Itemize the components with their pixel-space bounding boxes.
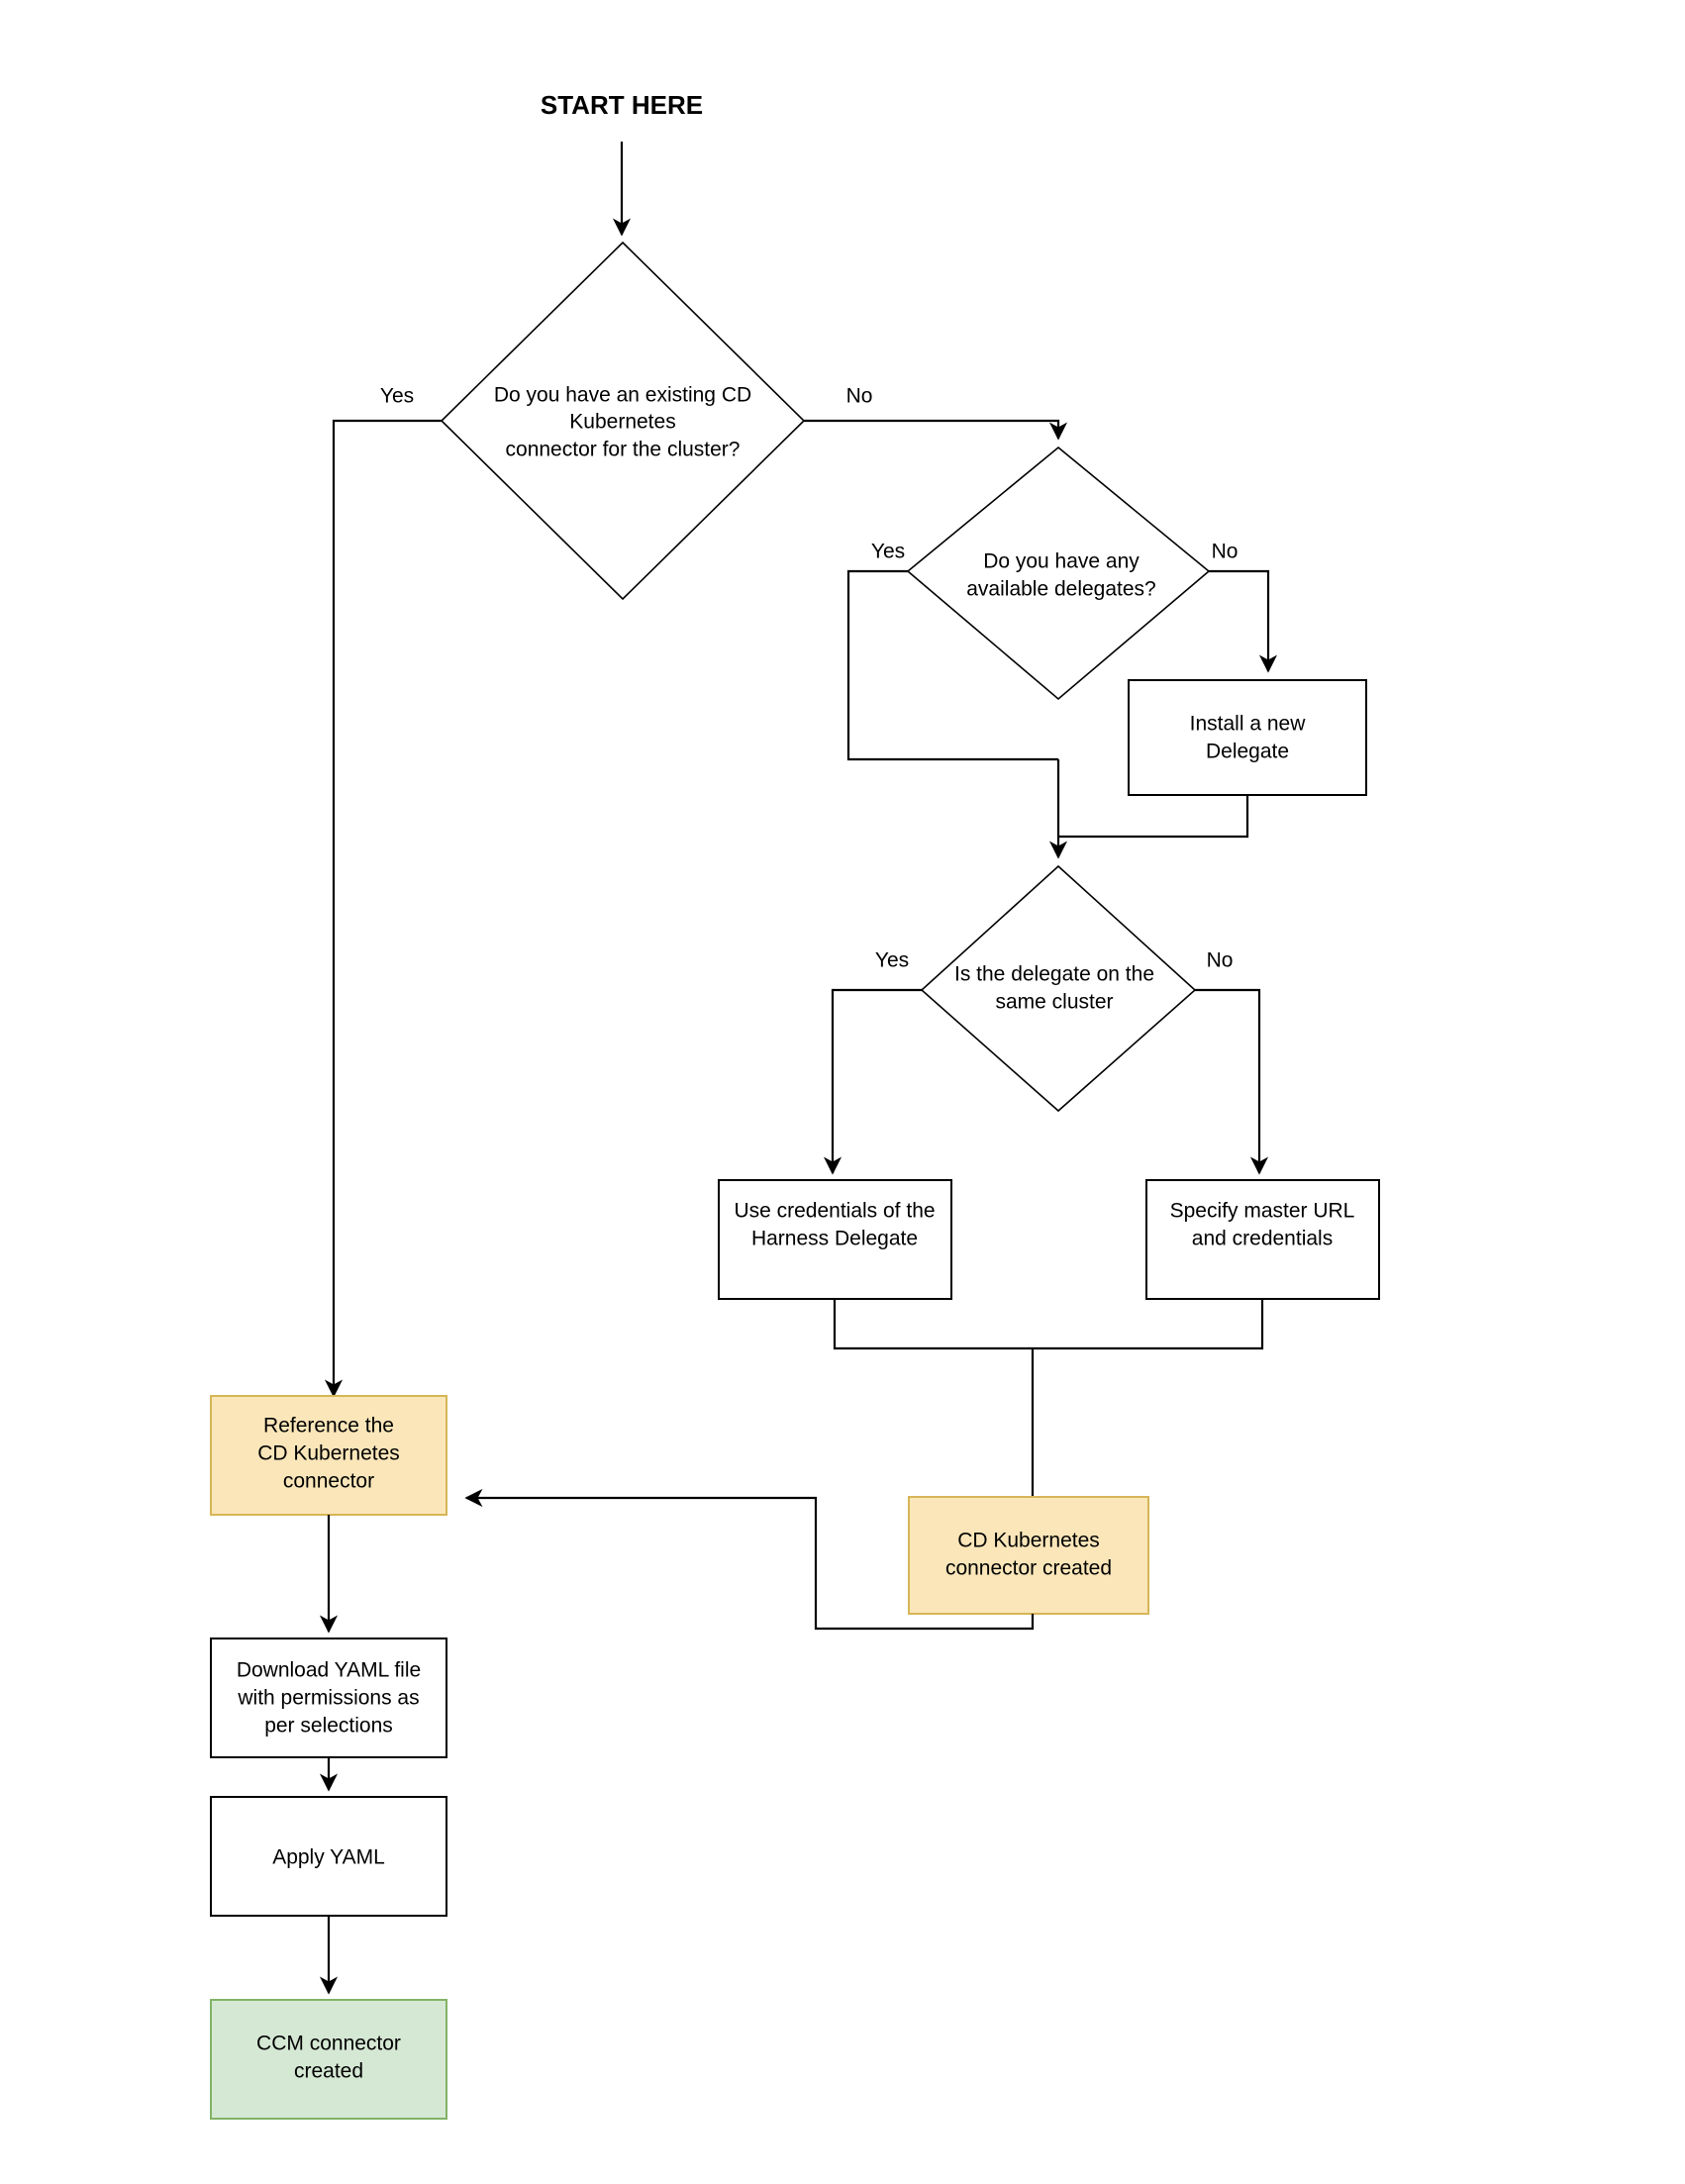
q1-line-3: connector for the cluster?	[506, 439, 741, 461]
edge-label-q2-no: No	[1212, 541, 1239, 563]
edge-label-q1-yes: Yes	[380, 385, 414, 408]
use-credentials-box	[718, 1179, 952, 1300]
start-here-label: START HERE	[541, 90, 703, 120]
edge-q3-no-to-specify-master-url	[1195, 988, 1269, 1175]
node-cd-connector-created[interactable]: CD Kubernetes connector created	[908, 1496, 1149, 1615]
apply-yaml-line-1: Apply YAML	[272, 1846, 385, 1869]
download-yaml-line-1: Download YAML file	[237, 1659, 421, 1682]
ccm-connector-created-box	[210, 1999, 447, 2120]
ccm-connector-created-line-1: CCM connector	[256, 2033, 401, 2055]
install-delegate-line-2: Delegate	[1206, 741, 1289, 763]
node-use-delegate-credentials[interactable]: Use credentials of the Harness Delegate	[718, 1179, 952, 1300]
q3-line-2: same cluster	[995, 991, 1113, 1014]
cd-connector-created-box	[908, 1496, 1149, 1615]
node-download-yaml[interactable]: Download YAML file with permissions as p…	[210, 1638, 447, 1758]
edge-label-q3-no: No	[1207, 949, 1234, 972]
cd-connector-created-line-2: connector created	[945, 1557, 1112, 1580]
download-yaml-box	[210, 1638, 447, 1758]
q1-line-1: Do you have an existing CD	[494, 384, 751, 407]
q2-diamond-shape	[906, 446, 1211, 701]
node-decision-delegate-same-cluster[interactable]: Is the delegate on the same cluster	[920, 864, 1197, 1113]
reference-connector-line-3: connector	[283, 1470, 374, 1493]
node-ccm-connector-created[interactable]: CCM connector created	[210, 1999, 447, 2120]
specify-master-url-line-2: and credentials	[1192, 1228, 1333, 1250]
edge-q2-yes-to-merge	[846, 569, 1058, 761]
node-decision-available-delegates[interactable]: Do you have any available delegates?	[906, 446, 1211, 701]
install-delegate-box	[1128, 679, 1367, 796]
cd-connector-created-line-1: CD Kubernetes	[957, 1530, 1100, 1552]
q3-diamond-shape	[920, 864, 1197, 1113]
install-delegate-line-1: Install a new	[1190, 713, 1307, 736]
download-yaml-line-3: per selections	[264, 1715, 393, 1737]
edge-credential-boxes-merge	[833, 1299, 1264, 1350]
q3-line-1: Is the delegate on the	[954, 963, 1154, 986]
reference-connector-line-2: CD Kubernetes	[257, 1442, 400, 1465]
edge-q3-yes-to-use-credentials	[823, 988, 922, 1175]
edge-label-q1-no: No	[846, 385, 873, 408]
edge-install-delegate-to-merge	[1058, 795, 1249, 839]
specify-master-url-line-1: Specify master URL	[1170, 1200, 1355, 1223]
edge-label-q2-yes: Yes	[871, 541, 905, 563]
use-credentials-line-2: Harness Delegate	[751, 1228, 918, 1250]
edge-q1-yes-to-reference-connector	[324, 419, 442, 1398]
q1-diamond-shape	[440, 241, 806, 601]
edge-cd-connector-created-to-reference-connector	[464, 1488, 1035, 1631]
node-reference-cd-connector[interactable]: Reference the CD Kubernetes connector	[210, 1395, 447, 1516]
use-credentials-line-1: Use credentials of the	[734, 1200, 935, 1223]
edge-label-q3-yes: Yes	[875, 949, 909, 972]
ccm-connector-created-line-2: created	[294, 2060, 363, 2083]
reference-connector-line-1: Reference the	[263, 1415, 394, 1438]
q2-line-2: available delegates?	[966, 578, 1155, 601]
q1-line-2: Kubernetes	[569, 411, 675, 434]
node-specify-master-url[interactable]: Specify master URL and credentials	[1145, 1179, 1380, 1300]
edge-q1-no-to-q2	[804, 419, 1068, 441]
reference-connector-box	[210, 1395, 447, 1516]
q2-line-1: Do you have any	[983, 550, 1140, 573]
node-decision-existing-cd-connector[interactable]: Do you have an existing CD Kubernetes co…	[440, 241, 806, 601]
specify-master-url-box	[1145, 1179, 1380, 1300]
node-apply-yaml[interactable]: Apply YAML	[210, 1796, 447, 1917]
apply-yaml-box	[210, 1796, 447, 1917]
download-yaml-line-2: with permissions as	[237, 1687, 419, 1710]
edge-q2-no-to-install-delegate	[1209, 569, 1278, 673]
node-install-new-delegate[interactable]: Install a new Delegate	[1128, 679, 1367, 796]
